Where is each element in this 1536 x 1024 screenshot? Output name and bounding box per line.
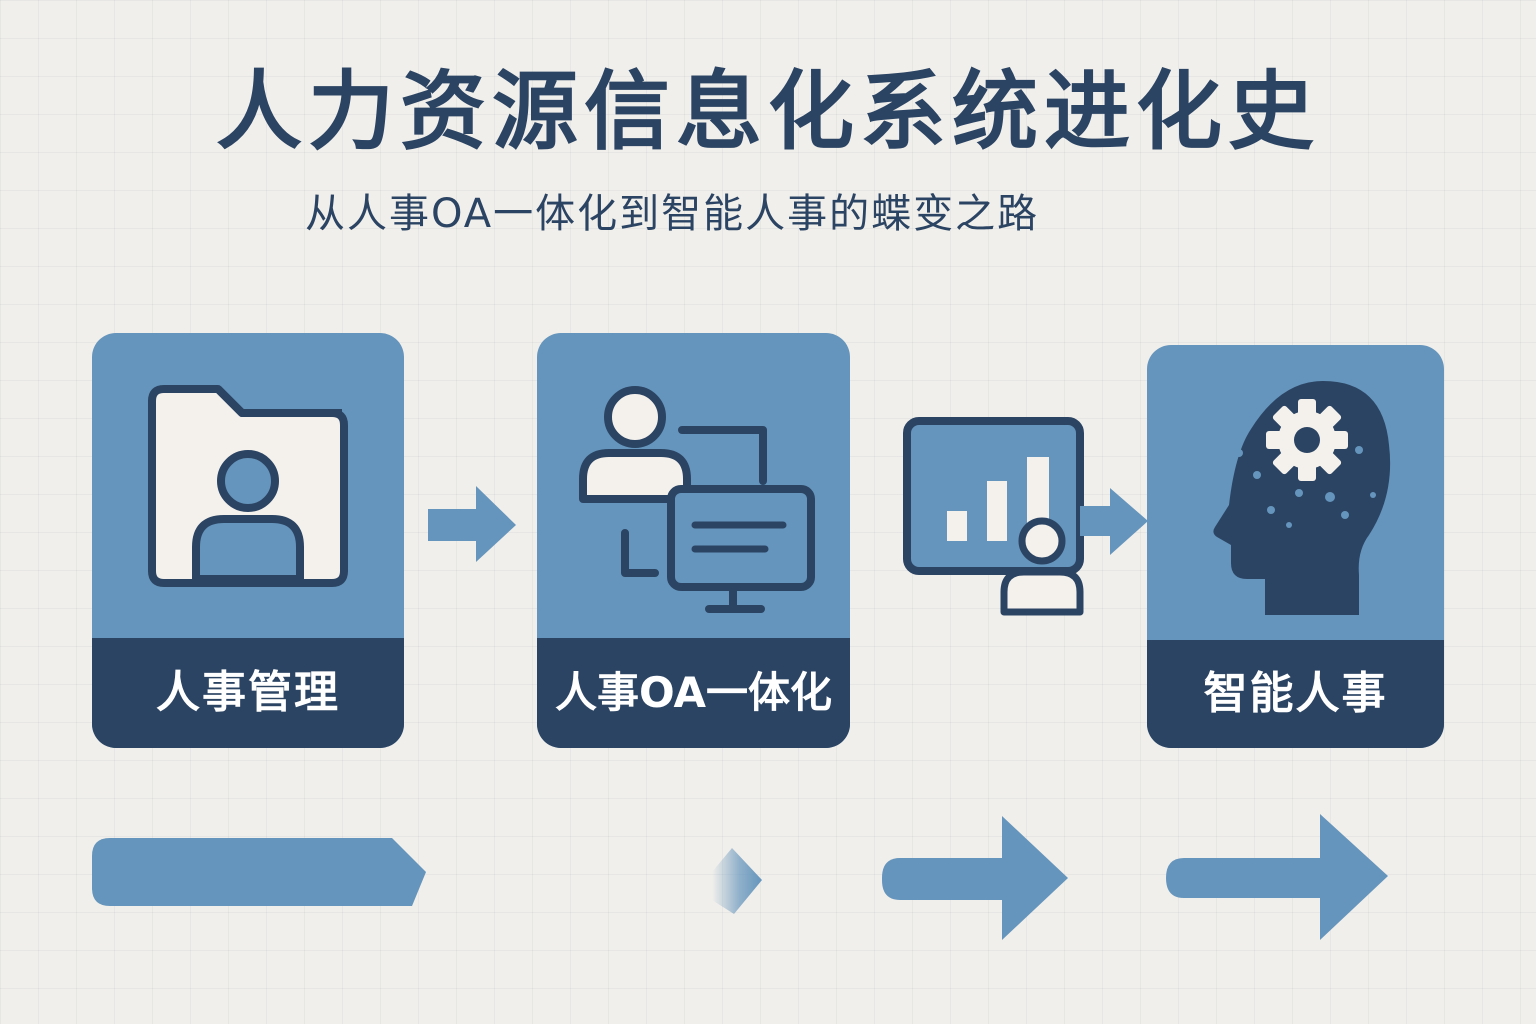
- stage-card-smart-hr: 智能人事: [1147, 345, 1444, 748]
- stage-label: 人事管理: [92, 638, 404, 748]
- arrow-right-icon: [882, 816, 1068, 940]
- stage-label: 人事OA一体化: [537, 638, 850, 748]
- brain-gear-icon: [1213, 381, 1391, 615]
- stage-card-hr-management: 人事管理: [92, 333, 404, 748]
- folder-person-icon: [148, 385, 348, 587]
- page-subtitle: 从人事OA一体化到智能人事的蝶变之路: [305, 191, 1040, 237]
- person-monitor-icon: [579, 386, 815, 613]
- arrow-right-icon: [428, 486, 516, 562]
- page-title: 人力资源信息化系统进化史: [216, 62, 1320, 162]
- faded-arrow-icon: [712, 848, 762, 914]
- dashboard-person-icon: [903, 417, 1084, 616]
- arrow-right-icon: [1080, 488, 1148, 555]
- stage-card-hr-oa-integration: 人事OA一体化: [537, 333, 850, 748]
- arrow-right-icon: [1166, 814, 1388, 940]
- stage-label: 智能人事: [1147, 640, 1444, 748]
- timeline-arrow-bar: [92, 838, 426, 906]
